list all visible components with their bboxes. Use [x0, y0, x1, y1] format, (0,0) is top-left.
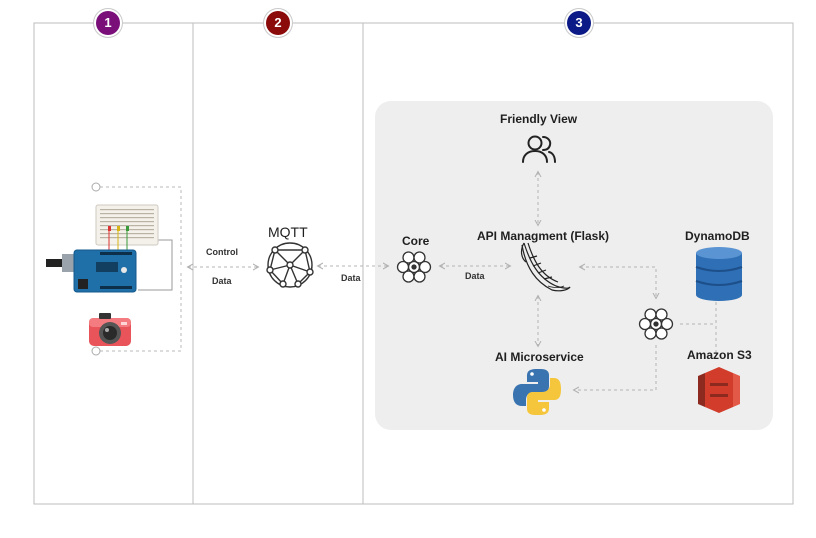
edge-api-hub	[580, 267, 656, 298]
arduino-board-icon	[46, 249, 137, 293]
breadboard-wire	[138, 239, 173, 291]
flask-icon	[520, 242, 571, 292]
edge-label-data-left: Data	[212, 276, 232, 286]
section-badge-2: 2	[266, 11, 290, 35]
users-icon	[522, 135, 556, 163]
device-wiring	[100, 186, 182, 352]
wire-terminal-top	[91, 182, 101, 192]
section-badge-3: 3	[567, 11, 591, 35]
outer-frame	[33, 22, 794, 505]
edge-hub-ai	[574, 345, 657, 390]
s3-icon	[698, 367, 740, 413]
mqtt-icon	[266, 242, 314, 288]
breadboard-icon	[95, 204, 159, 254]
camera-icon	[89, 313, 131, 346]
node-label-dynamodb: DynamoDB	[685, 229, 750, 243]
edge-label-control: Control	[206, 247, 238, 257]
node-label-friendly-view: Friendly View	[500, 112, 578, 126]
cloud-panel	[375, 101, 773, 430]
node-label-ai-microservice: AI Microservice	[495, 350, 584, 364]
node-label-mqtt: MQTT	[268, 224, 308, 240]
edge-label-data-mqtt-core: Data	[341, 273, 361, 283]
node-label-core: Core	[402, 234, 430, 248]
wire-terminal-bottom	[91, 346, 101, 356]
section-badge-1: 1	[96, 11, 120, 35]
connectors	[188, 172, 717, 390]
node-label-s3: Amazon S3	[687, 348, 752, 362]
core-hex-icon	[396, 251, 432, 283]
dynamodb-icon	[695, 247, 743, 301]
storage-hub-hex-icon	[638, 308, 674, 340]
edge-label-data-core-api: Data	[465, 271, 485, 281]
node-label-api: API Managment (Flask)	[477, 229, 610, 243]
python-icon	[513, 369, 561, 415]
